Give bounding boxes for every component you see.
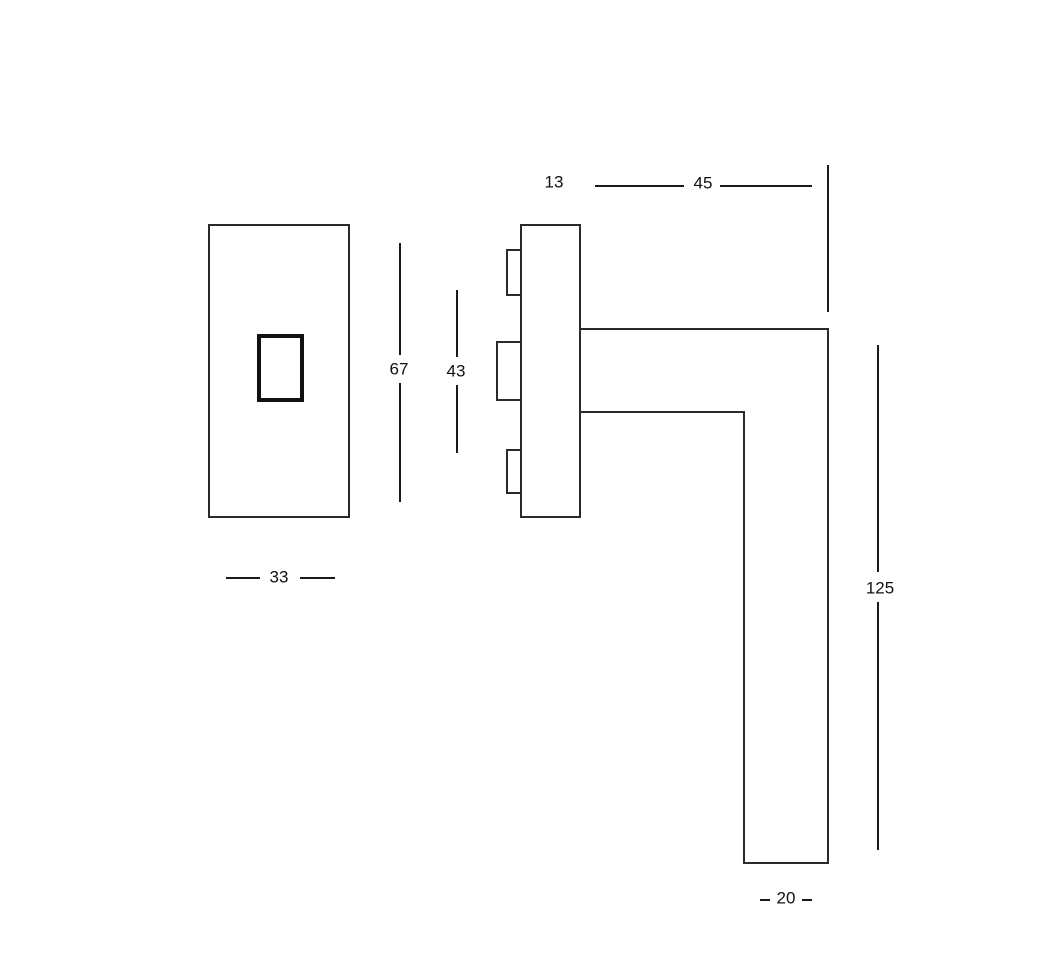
dimension-handle-length: 125 <box>866 345 894 850</box>
dimension-rose-width: 33 <box>226 568 335 587</box>
mounting-stud-bottom <box>506 449 522 494</box>
dim-label-handle-width: 20 <box>777 889 796 908</box>
dim-label-screw-spacing: 43 <box>447 362 466 381</box>
dim-label-rose-depth: 13 <box>545 173 564 192</box>
spindle-hole <box>257 334 304 402</box>
handle-lever <box>580 328 829 864</box>
dim-label-rose-height: 67 <box>390 360 409 379</box>
handle-side-view <box>496 224 829 864</box>
rose-side-plate <box>520 224 581 518</box>
rose-front-view <box>208 224 350 518</box>
spindle-boss <box>496 341 522 401</box>
dim-label-rose-width: 33 <box>270 568 289 587</box>
dimension-handle-projection: 45 <box>595 165 829 312</box>
dimension-handle-width: 20 <box>760 889 812 908</box>
dimension-screw-spacing: 43 <box>447 290 466 453</box>
dimension-rose-height: 67 <box>390 243 409 502</box>
rose-plate <box>208 224 350 518</box>
dim-label-handle-length: 125 <box>866 579 894 598</box>
dim-label-handle-projection: 45 <box>694 174 713 193</box>
dimension-rose-depth: 13 <box>545 173 564 192</box>
mounting-stud-top <box>506 249 522 296</box>
